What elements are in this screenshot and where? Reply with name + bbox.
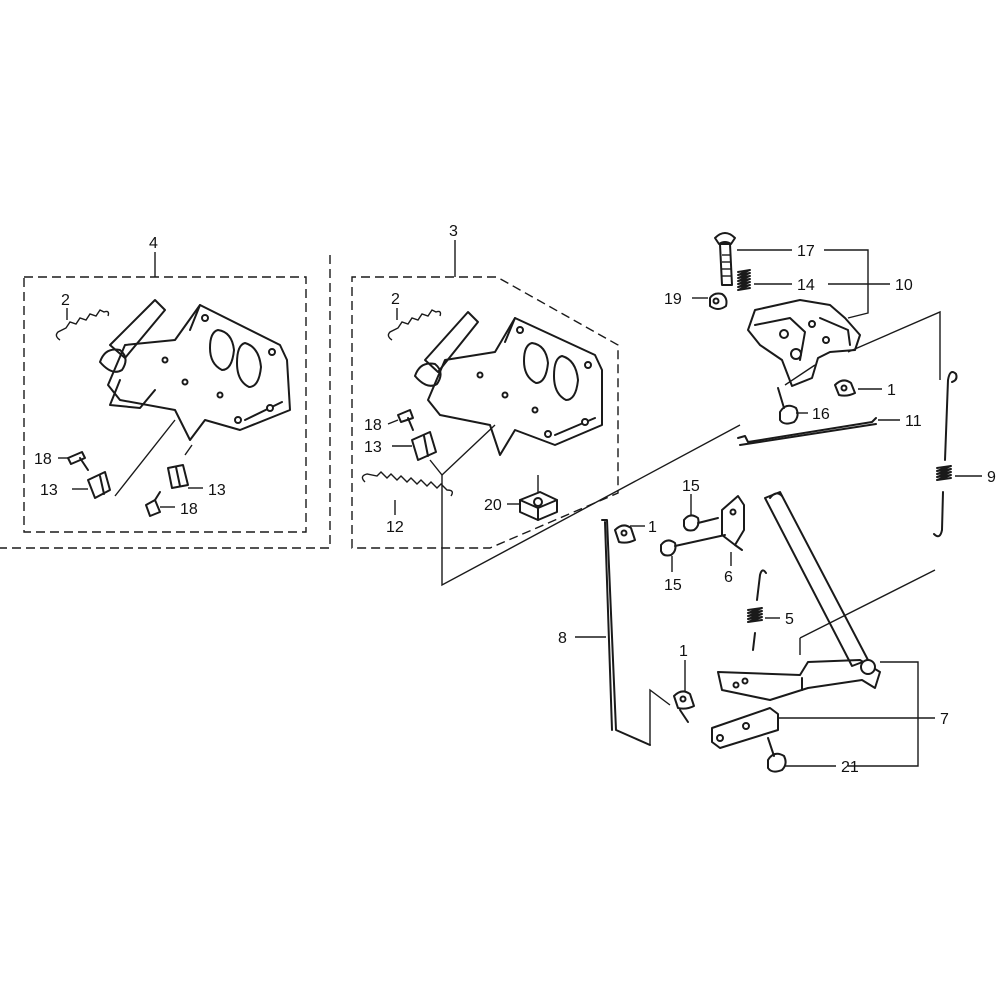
callout-21: 21 <box>841 759 859 776</box>
rod-11 <box>737 417 877 446</box>
callout-12: 12 <box>386 519 404 536</box>
screw-18-middle <box>397 409 414 431</box>
spring-5 <box>747 569 767 651</box>
clip-13-middle <box>411 431 437 461</box>
spring-12 <box>361 471 454 497</box>
plate-7 <box>711 707 779 749</box>
callout-4: 4 <box>149 235 158 252</box>
assembly-3-group: 3 2 18 <box>351 223 741 587</box>
spring-2-middle <box>387 309 442 341</box>
callout-18-left-bottom: 18 <box>180 501 198 518</box>
clip-13-left <box>87 471 111 499</box>
governor-arm-shaft <box>717 491 881 701</box>
callout-20: 20 <box>484 497 502 514</box>
callout-13-middle: 13 <box>364 439 382 456</box>
callout-15-upper: 15 <box>682 478 700 495</box>
callout-11: 11 <box>905 413 922 430</box>
callout-1-upper: 1 <box>887 382 896 399</box>
callout-8: 8 <box>558 630 567 647</box>
callout-5: 5 <box>785 611 794 628</box>
callout-17: 17 <box>797 243 815 260</box>
callout-16: 16 <box>812 406 830 423</box>
clip-1-upper <box>834 379 856 397</box>
assembly-4-box <box>23 276 307 533</box>
callout-7: 7 <box>940 711 949 728</box>
bolt-17 <box>714 232 736 286</box>
clip-1-middle <box>614 524 636 544</box>
lever-4 <box>99 299 166 373</box>
callout-13-left-b: 13 <box>208 482 226 499</box>
callout-2-left: 2 <box>61 292 70 309</box>
callout-14: 14 <box>797 277 815 294</box>
callout-9: 9 <box>987 469 996 486</box>
control-plate-3 <box>427 317 603 456</box>
callout-2-middle: 2 <box>391 291 400 308</box>
assembly-4-group: 4 2 <box>0 235 331 549</box>
screw-18-left-bottom <box>145 491 161 517</box>
spring-14 <box>737 269 751 291</box>
callout-1-middle: 1 <box>648 519 657 536</box>
assembly-4-outer-frame <box>0 255 331 549</box>
bolt-21 <box>767 737 787 773</box>
bracket-6 <box>721 495 745 551</box>
bolt-15-lower <box>660 534 726 557</box>
callout-15-lower: 15 <box>664 577 682 594</box>
spring-9 <box>933 371 958 538</box>
callout-19: 19 <box>664 291 682 308</box>
clip-13-right <box>167 464 189 489</box>
bolt-16 <box>777 387 799 425</box>
bolt-15-upper <box>683 514 719 532</box>
control-plate-4 <box>107 304 291 441</box>
nut-20 <box>519 491 558 521</box>
assembly-3-box <box>351 276 619 549</box>
screw-18-left-top <box>67 451 89 471</box>
spring-2-left <box>55 309 110 341</box>
callout-18-left-top: 18 <box>34 451 52 468</box>
washer-19 <box>709 292 728 310</box>
callout-1-lower: 1 <box>679 643 688 660</box>
callout-18-middle: 18 <box>364 417 382 434</box>
clip-1-lower <box>673 690 695 723</box>
lever-3 <box>414 311 479 387</box>
callout-13-left-a: 13 <box>40 482 58 499</box>
lower-assembly-group: 1 8 15 15 6 <box>558 478 949 776</box>
callout-6: 6 <box>724 569 733 586</box>
assembly-10-group: 17 14 10 19 16 <box>664 232 941 446</box>
callout-3: 3 <box>449 223 458 240</box>
rod-8 <box>601 519 651 746</box>
callout-10: 10 <box>895 277 913 294</box>
governor-bracket-10 <box>747 299 861 387</box>
